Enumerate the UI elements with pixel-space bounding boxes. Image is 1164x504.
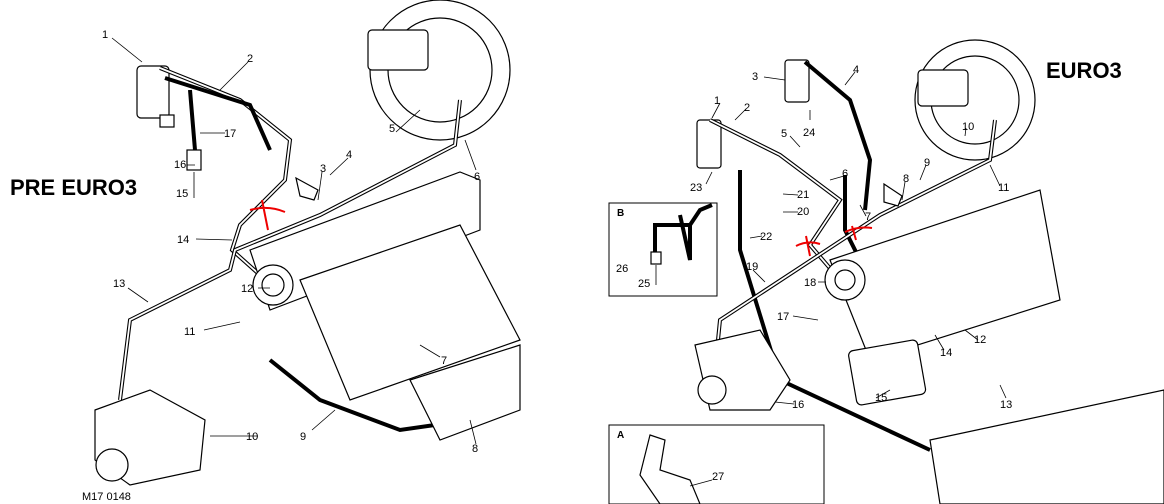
label: 2 — [744, 102, 750, 114]
solenoid-connector — [159, 114, 175, 128]
label: 19 — [746, 261, 758, 273]
title-pre-euro3: PRE EURO3 — [10, 175, 137, 200]
inset-b-title: B — [617, 208, 624, 219]
master-cylinder-reservoir — [367, 29, 429, 71]
figure-code: M17 0148 — [82, 491, 131, 503]
label: 3 — [320, 163, 326, 175]
label: 27 — [712, 471, 724, 483]
label: 4 — [853, 64, 859, 76]
label: 9 — [300, 431, 306, 443]
label: 26 — [616, 263, 628, 275]
hose-clip — [639, 434, 701, 504]
label: 17 — [224, 128, 236, 140]
inset-a — [608, 424, 825, 504]
label: 13 — [1000, 399, 1012, 411]
label: 25 — [638, 278, 650, 290]
label: 16 — [174, 159, 186, 171]
label: 1 — [714, 95, 720, 107]
euro3-diagram: B 26 25 A 27 — [608, 39, 1164, 504]
filter — [186, 149, 202, 171]
label: 12 — [974, 334, 986, 346]
title-euro3: EURO3 — [1046, 58, 1122, 83]
red-cross-mark — [795, 235, 821, 257]
egr-cooler — [848, 339, 927, 406]
label: 18 — [804, 277, 816, 289]
label: 20 — [797, 206, 809, 218]
label: 8 — [472, 443, 478, 455]
solenoid-valve-lower — [696, 119, 722, 169]
solenoid-valve-upper — [784, 59, 810, 103]
label: 9 — [924, 157, 930, 169]
label: 12 — [241, 283, 253, 295]
label: 1 — [102, 29, 108, 41]
label: 24 — [803, 127, 815, 139]
label: 6 — [842, 168, 848, 180]
label: 17 — [777, 311, 789, 323]
label: 4 — [346, 149, 352, 161]
label: 13 — [113, 278, 125, 290]
pre-euro3-callouts: 1 2 17 16 15 3 4 5 6 14 12 13 11 7 9 10 … — [10, 29, 480, 503]
inset-b — [608, 202, 718, 297]
label: 15 — [875, 392, 887, 404]
label: 15 — [176, 188, 188, 200]
solenoid-valve — [136, 65, 170, 119]
label: 7 — [865, 211, 871, 223]
inset-a-title: A — [617, 430, 624, 441]
label: 11 — [184, 326, 195, 338]
pre-euro3-diagram — [94, 0, 521, 486]
label: 2 — [247, 53, 253, 65]
master-cylinder-reservoir — [917, 69, 969, 107]
filter — [650, 251, 662, 265]
label: 14 — [177, 234, 189, 246]
label: 5 — [781, 128, 787, 140]
label: 6 — [474, 171, 480, 183]
label: 22 — [760, 231, 772, 243]
label: 3 — [752, 71, 758, 83]
label: 10 — [246, 431, 258, 443]
label: 16 — [792, 399, 804, 411]
intake-manifold — [829, 189, 1061, 361]
label: 5 — [389, 123, 395, 135]
euro3-callouts: 3 4 1 2 24 5 6 23 21 20 8 9 10 11 7 22 1… — [690, 58, 1122, 411]
red-cross-mark — [249, 199, 286, 231]
label: 8 — [903, 173, 909, 185]
red-cross-mark — [844, 225, 873, 241]
label: 23 — [690, 182, 702, 194]
label: 7 — [441, 355, 447, 367]
label: 14 — [940, 347, 952, 359]
label: 21 — [797, 189, 809, 201]
label: 10 — [962, 121, 974, 133]
label: 11 — [998, 182, 1009, 194]
